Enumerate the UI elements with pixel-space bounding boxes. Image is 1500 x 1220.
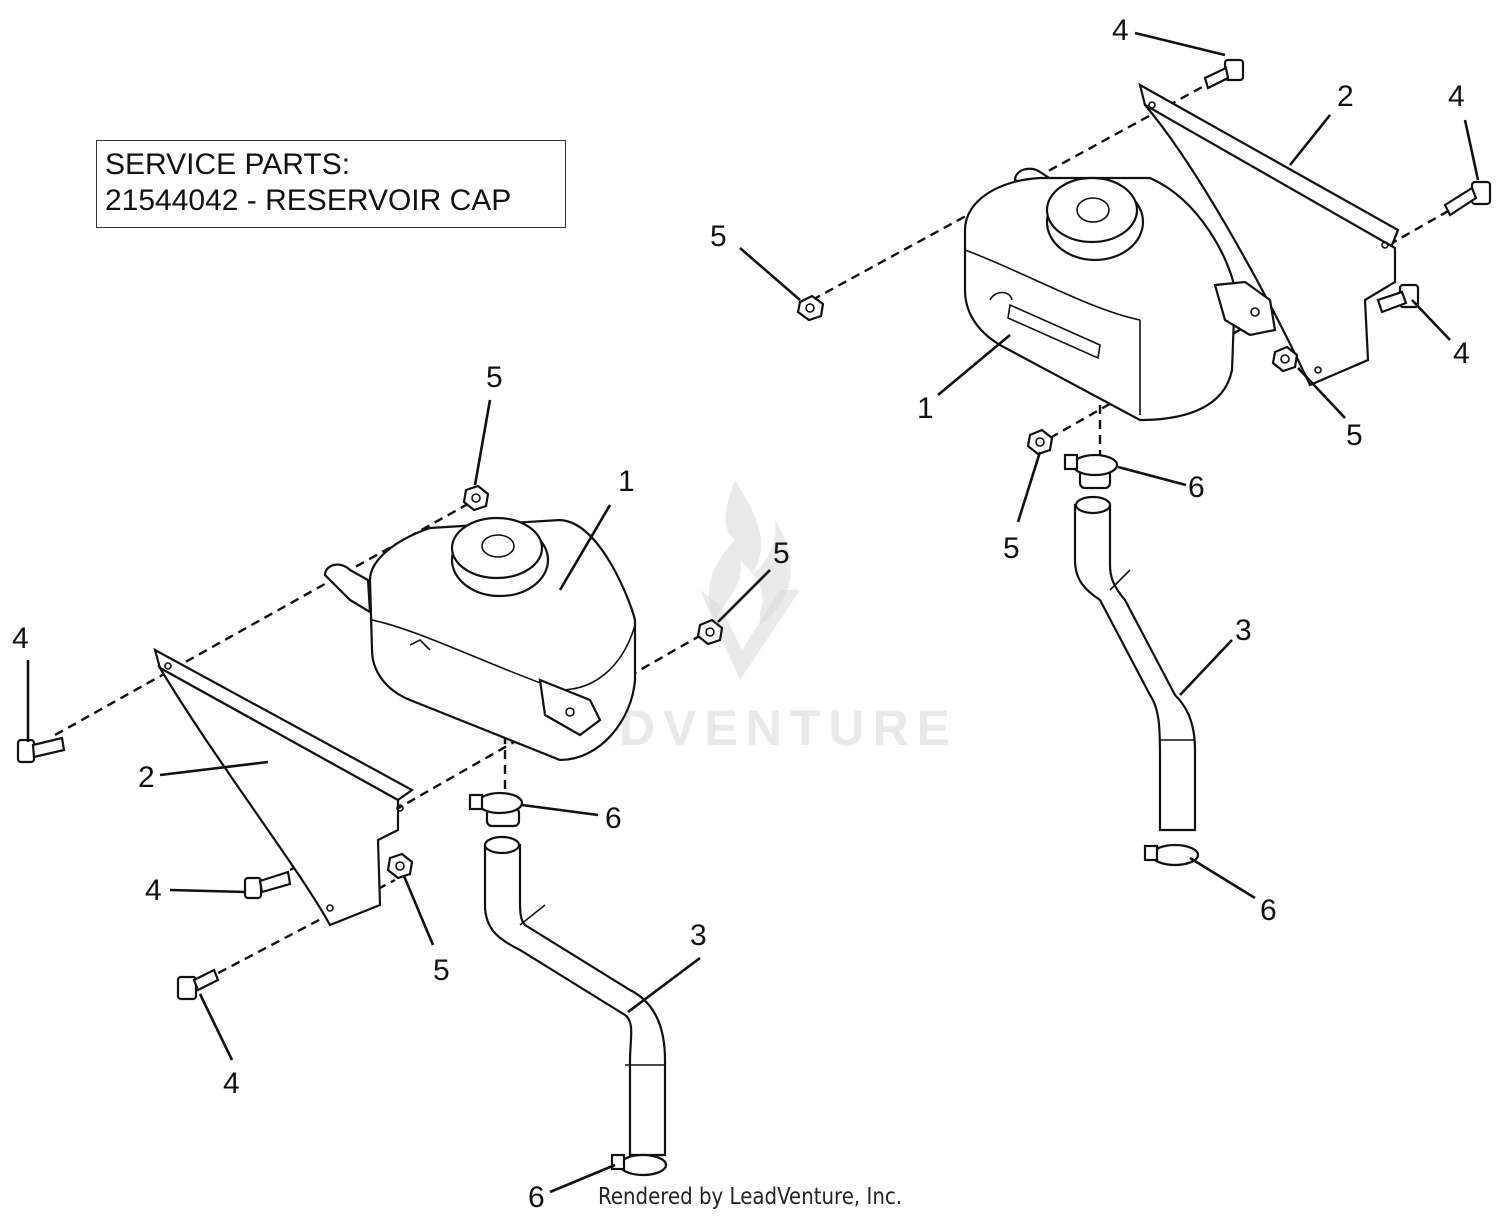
callout-left-bolt-a: 4: [12, 622, 29, 655]
callout-right-nut-right: 5: [1346, 419, 1363, 452]
left-assembly: 1 2 3 4 4 4 5 5 5 6 6: [12, 361, 790, 1214]
callout-left-bolt-c: 4: [223, 1067, 240, 1100]
callout-right-clamp-bottom: 6: [1260, 894, 1277, 927]
render-credit: Rendered by LeadVenture, Inc.: [598, 1184, 903, 1210]
callout-left-bracket: 2: [138, 761, 155, 794]
left-bolt-a: [16, 736, 66, 764]
callout-left-tank: 1: [618, 465, 635, 498]
right-hose: [1073, 468, 1197, 832]
left-bolt-c: [176, 968, 220, 1001]
callout-right-bolt-right: 4: [1448, 80, 1465, 113]
callout-left-clamp-top: 6: [605, 802, 622, 835]
left-reservoir-tank: [323, 516, 637, 762]
callout-right-tank: 1: [917, 392, 934, 425]
left-align-line-low: [204, 878, 396, 982]
callout-left-nut-bottom: 5: [433, 954, 450, 987]
right-bracket: [1138, 82, 1400, 387]
left-align-line-top: [54, 498, 476, 737]
left-nut-right: [696, 618, 724, 646]
right-nut-left: [796, 294, 825, 322]
callout-left-clamp-bottom: 6: [528, 1181, 545, 1214]
left-hose: [483, 806, 667, 1157]
service-parts-box: SERVICE PARTS: 21544042 - RESERVOIR CAP: [96, 140, 566, 228]
callout-left-bolt-b: 4: [145, 874, 162, 907]
left-nut-top: [462, 484, 490, 512]
right-bolt-top: [1203, 58, 1245, 90]
left-clamp-bottom: [610, 1153, 668, 1177]
left-bolt-b: [243, 870, 292, 900]
left-clamp-top: [468, 791, 524, 815]
callout-right-clamp-top: 6: [1188, 471, 1205, 504]
right-clamp-top: [1063, 453, 1119, 477]
right-bolt-right: [1443, 180, 1492, 217]
callout-right-hose: 3: [1235, 614, 1252, 647]
service-parts-heading: SERVICE PARTS:: [105, 148, 351, 181]
callout-left-nut-top: 5: [486, 361, 503, 394]
right-bolt-lower: [1376, 283, 1420, 314]
right-nut-right: [1271, 345, 1299, 373]
left-nut-bottom: [386, 852, 414, 880]
callout-right-nut-left: 5: [710, 220, 727, 253]
callout-left-nut-right: 5: [773, 537, 790, 570]
callout-left-hose: 3: [690, 919, 707, 952]
callout-right-bolt-top: 4: [1112, 14, 1129, 47]
right-clamp-bottom: [1143, 843, 1200, 867]
callout-right-bolt-lower: 4: [1453, 337, 1470, 370]
right-assembly: 1 2 3 4 4 4 5 5 5 6 6: [710, 14, 1492, 927]
right-reservoir-tank: [963, 167, 1277, 422]
service-parts-item: 21544042 - RESERVOIR CAP: [105, 184, 512, 217]
callout-right-nut-bottom: 5: [1003, 532, 1020, 565]
right-nut-bottom: [1026, 428, 1054, 456]
callout-right-bracket: 2: [1337, 80, 1354, 113]
left-bracket: [153, 647, 415, 927]
